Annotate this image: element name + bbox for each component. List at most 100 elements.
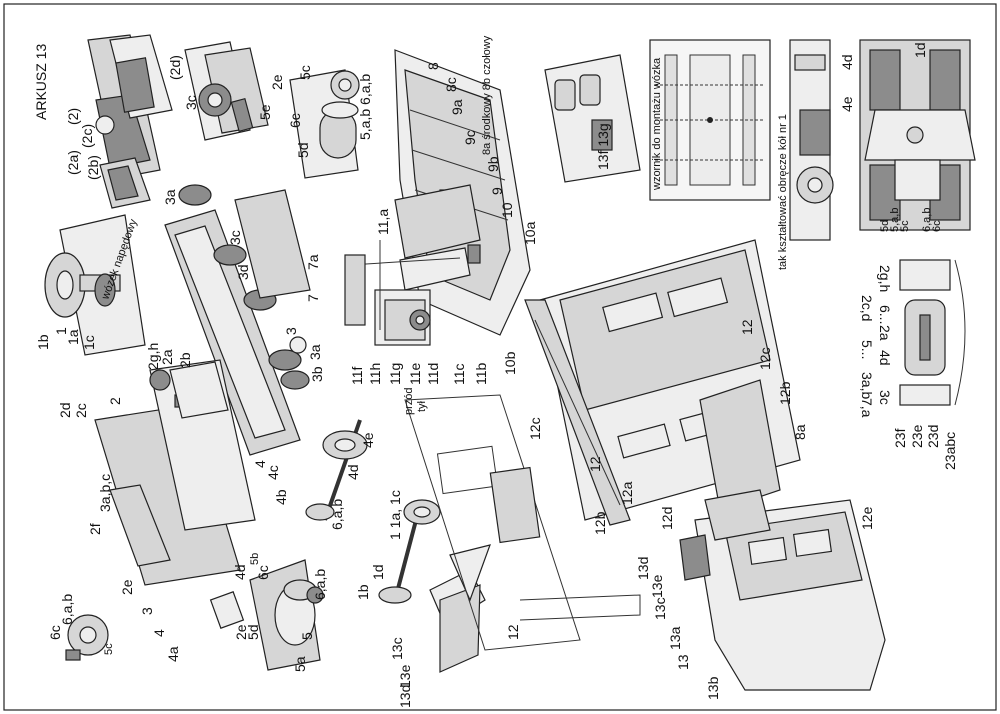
label-2a: 2a bbox=[159, 349, 175, 365]
label-9b: 9b bbox=[485, 156, 501, 172]
label-11a: 11,a bbox=[375, 209, 391, 235]
label-5ab-6ab: 5,a,b 6,a,b bbox=[357, 74, 373, 140]
label-7: 7 bbox=[305, 294, 321, 302]
label-1d-lower: 1d bbox=[370, 564, 386, 580]
label-13c: 13c bbox=[389, 637, 405, 660]
label-3: 3 bbox=[283, 327, 299, 335]
label-3b: 3b bbox=[309, 366, 325, 382]
label-3a-top: 3a bbox=[162, 189, 178, 205]
label-1b-lower: 1b bbox=[355, 584, 371, 600]
cab-front-13 bbox=[679, 489, 886, 691]
label-12c-door: 12c bbox=[527, 417, 543, 440]
label-12b-right: 12b bbox=[777, 381, 793, 405]
label-5e-top: 5e bbox=[257, 104, 273, 120]
label-13f-13g: 13f 13g bbox=[595, 123, 611, 170]
label-2a-paren: (2a) bbox=[65, 150, 81, 175]
label-13: 13 bbox=[675, 654, 691, 670]
label-6-right: 6... bbox=[877, 305, 893, 324]
label-1-1a-1c: 1 1a, 1c bbox=[387, 490, 403, 540]
label-11b: 11b bbox=[473, 362, 489, 385]
label-2d-paren: (2d) bbox=[167, 55, 183, 80]
label-4c: 4c bbox=[265, 465, 281, 480]
label-5c-top: 5c bbox=[297, 65, 313, 80]
lower-frame-detail-2a bbox=[149, 361, 229, 419]
label-8c: 8c bbox=[443, 77, 459, 92]
bogie-assembly-jig bbox=[649, 39, 771, 201]
label-11f: 11f bbox=[349, 366, 365, 385]
label-2b-paren: (2b) bbox=[85, 155, 101, 180]
label-12d: 12d bbox=[659, 507, 675, 530]
label-3c-chassis: 3c bbox=[227, 230, 243, 245]
wheelset-axle-1 bbox=[305, 419, 368, 521]
label-12a: 12a bbox=[619, 481, 635, 505]
label-11c: 11c bbox=[451, 363, 467, 385]
label-6c-corner: 6c bbox=[47, 625, 63, 640]
label-2gh-right: 2g,h bbox=[877, 265, 893, 292]
label-5c-right: 5c bbox=[899, 220, 911, 232]
label-3abc: 3a,b,c bbox=[97, 474, 113, 512]
jig-caption: wzornik do montażu wózka bbox=[651, 57, 663, 191]
bogie-side-view bbox=[789, 39, 834, 241]
label-2e-lower: 2e bbox=[233, 624, 249, 640]
label-5-right: 5... bbox=[859, 340, 875, 359]
label-13d: 13d bbox=[397, 685, 413, 708]
wheelset-axle-1-lower bbox=[378, 499, 441, 604]
label-9c: 9c bbox=[462, 130, 478, 145]
label-4e-right: 4e bbox=[839, 96, 855, 112]
label-5d-top: 5d bbox=[295, 142, 311, 158]
label-4d-lower: 4d bbox=[232, 564, 248, 580]
label-13b: 13b bbox=[705, 676, 721, 700]
label-4d-right-axle: 4d bbox=[877, 350, 893, 366]
label-5ab-right: 5,a,b bbox=[889, 208, 901, 232]
label-2g-h: 2g,h bbox=[145, 343, 161, 370]
bogie-support-frame-2a bbox=[99, 157, 151, 209]
label-2-paren: (2) bbox=[65, 108, 81, 125]
label-6c-lower: 6c bbox=[255, 565, 271, 580]
label-2c-paren: (2c) bbox=[79, 124, 95, 148]
motor-block-5-lower bbox=[209, 559, 324, 671]
label-5a: 5a bbox=[292, 656, 308, 672]
label-5: 5 bbox=[299, 632, 315, 640]
label-1b: 1b bbox=[35, 334, 51, 350]
label-11h: 11h bbox=[367, 363, 383, 385]
label-3d-chassis: 3d bbox=[235, 264, 251, 280]
label-13a: 13a bbox=[667, 626, 683, 650]
label-8: 8 bbox=[425, 62, 441, 70]
label-3a: 3a bbox=[307, 344, 323, 360]
label-2e-top: 2e bbox=[269, 74, 285, 90]
gear-6c bbox=[65, 614, 109, 661]
label-4-lower: 4 bbox=[151, 629, 167, 637]
label-12: 12 bbox=[739, 319, 755, 335]
label-2: 2 bbox=[107, 397, 123, 405]
label-6c-right: 6c bbox=[931, 220, 943, 232]
label-4d-right: 4d bbox=[839, 54, 855, 70]
motor-housing-block bbox=[184, 41, 269, 141]
wheel-set-board-1 bbox=[44, 214, 146, 356]
label-13e-cab: 13e bbox=[649, 574, 665, 598]
label-4d-mid: 4d bbox=[345, 464, 361, 480]
cab-equipment-11 bbox=[344, 240, 461, 346]
label-1: 1 bbox=[53, 327, 69, 335]
label-12e: 12e bbox=[859, 506, 875, 530]
label-7a: 7a bbox=[305, 254, 321, 270]
label-23abc: 23abc bbox=[942, 432, 958, 470]
label-23f: 23f bbox=[892, 428, 908, 448]
label-10a: 10a bbox=[522, 221, 538, 245]
label-1d-right: 1d bbox=[912, 42, 928, 58]
label-11g: 11g bbox=[387, 363, 403, 385]
label-1c: 1c bbox=[81, 335, 97, 350]
body-side-panel-12a bbox=[524, 299, 631, 526]
label-12c: 12c bbox=[757, 347, 773, 370]
roof-pieces-9-10 bbox=[394, 184, 481, 291]
label-1a: 1a bbox=[65, 329, 81, 345]
label-tyl: tył bbox=[416, 400, 428, 412]
label-8a: 8a bbox=[792, 424, 808, 440]
label-6ab-corner: 6,a,b bbox=[59, 594, 75, 625]
sheet-title: ARKUSZ 13 bbox=[33, 44, 49, 120]
label-4b: 4b bbox=[273, 489, 289, 505]
label-2cd-right: 2c,d bbox=[859, 295, 875, 321]
label-10: 10 bbox=[499, 202, 515, 218]
label-przod: przód bbox=[403, 387, 415, 415]
label-4: 4 bbox=[252, 460, 268, 468]
label-12-lower: 12 bbox=[505, 624, 521, 640]
